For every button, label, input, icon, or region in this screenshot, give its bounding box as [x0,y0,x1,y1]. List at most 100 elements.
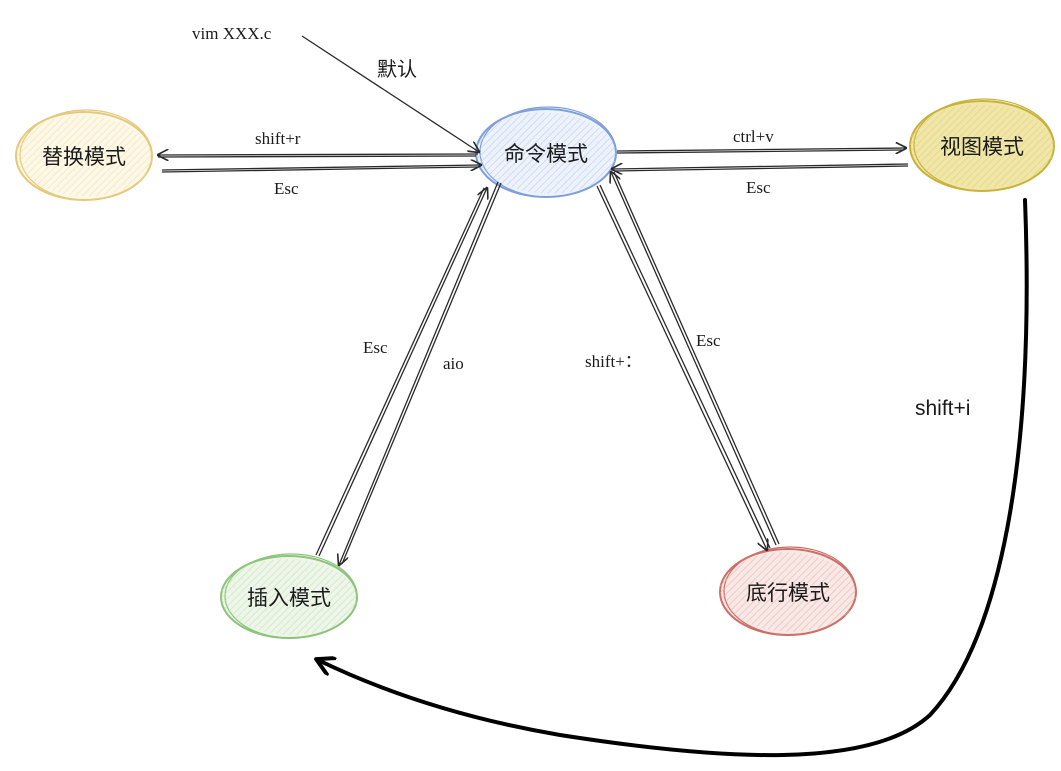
node-lastline-hatch-line [719,555,758,594]
node-lastline-hatch-line [817,590,857,629]
node-insert-hatch-line [289,577,347,636]
node-replace-hatch-line [103,148,151,196]
node-insert-hatch-line [320,595,358,632]
node-view-hatch-line [954,113,1026,184]
edge-from-view-arrow [612,164,909,169]
node-replace-outline [19,109,153,201]
node-insert-outline [224,553,358,639]
node-view-hatch-line [934,106,1004,177]
node-replace-hatch-line [33,116,99,182]
edge-view-to-insert-label: shift+i [915,397,970,420]
edge-to-replace-arrow [158,154,479,155]
node-lastline-hatch-line [733,552,796,615]
node-lastline-hatch-line [726,552,783,608]
edge-from-lastline-arrow-double [613,171,780,545]
node-view-hatch-line [966,118,1035,187]
node-command-hatch-line [496,114,564,182]
node-view-hatch-line [912,105,964,157]
edge-from-lastline-label: Esc [696,331,721,350]
edge-to-lastline-arrow [596,185,767,550]
node-view-hatch-line [960,115,1030,186]
edge-from-insert-arrow-double [315,187,485,556]
node-command-mode: 命令模式 [475,106,617,198]
node-command-hatch-line [501,115,570,184]
node-replace-hatch-line [137,172,148,183]
node-command-hatch-line [511,118,581,188]
node-replace-hatch-line [29,115,93,179]
node-command-hatch-line [554,137,611,194]
edge-from-replace-arrow [161,165,481,170]
node-lastline-hatch-line [800,579,853,632]
edge-to-lastline-label: shift+： [585,352,642,371]
node-replace-hatch-line [37,117,105,185]
node-lastline-hatch-line [719,558,748,587]
node-lastline-hatch-line [773,566,839,631]
node-lastline-hatch-line [751,557,819,625]
node-view-hatch-line [925,104,992,171]
node-replace-hatch-line [25,115,86,176]
node-command-hatch-line [492,113,558,179]
node-view-hatch-line [949,111,1021,183]
node-lastline-hatch-line [793,575,850,632]
node-command-hatch-line [485,112,545,172]
node-replace-hatch-line [46,120,116,190]
node-view-outline [913,98,1055,192]
node-view-hatch-line [921,104,986,168]
node-replace-hatch-line [22,131,28,137]
node-insert-hatch-line [239,559,302,622]
node-view-hatch-line [979,124,1043,188]
node-view-hatch-line [930,105,999,174]
node-insert-hatch-line [224,559,274,609]
node-replace-hatch-line [42,119,111,188]
node-insert-hatch [220,558,358,636]
edge-view-to-insert-arrow [318,198,1029,758]
node-command-hatch-line [506,116,576,186]
node-insert-hatch-line [235,559,295,620]
edge-start-arrow [301,35,479,152]
node-command-hatch-line [579,152,617,190]
node-lastline-hatch-line [844,610,851,617]
node-command-hatch-line [561,142,613,194]
edge-to-view-arrow [616,148,906,151]
edge-to-insert-arrow-double [341,182,502,565]
node-lastline-hatch-line [721,553,767,600]
node-insert-hatch-line [222,560,266,604]
node-replace-label: 替换模式 [42,146,126,169]
node-replace-hatch-line [95,143,149,197]
edge-from-view-label: Esc [746,178,771,197]
node-view-hatch-line [944,109,1016,181]
edge-start-cmd-label: vim XXX.c [192,24,272,43]
node-insert-hatch-line [296,581,351,635]
node-view-mode: 视图模式 [909,98,1055,192]
edge-to-replace-arrow-double [157,155,477,158]
node-replace-hatch-line [88,139,146,197]
node-insert-hatch-line [231,558,289,617]
node-replace-hatch-line [15,121,45,151]
node-insert-hatch-line [258,565,325,631]
node-lastline-label: 底行模式 [746,582,830,605]
edge-to-insert-label: aio [443,354,464,373]
edge-to-view-arrow-double [616,149,905,154]
node-view-hatch-line [918,104,979,165]
node-lastline-hatch-line [746,555,814,623]
node-command-hatch-line [516,120,586,190]
node-lastline-hatch [719,552,857,632]
node-view-hatch-line [1019,147,1055,183]
node-insert-hatch-line [227,559,282,613]
node-command-hatch [475,112,617,194]
node-replace-hatch-line [68,129,135,196]
node-insert-mode: 插入模式 [220,553,358,639]
edge-from-insert-label: Esc [363,338,388,357]
node-replace-hatch-line [122,160,153,191]
node-replace-hatch-line [75,132,139,197]
node-insert-hatch-line [276,571,339,635]
node-view-hatch-line [939,108,1010,179]
node-insert-hatch-line [270,569,334,634]
node-view-hatch-line [993,131,1050,188]
node-lastline-hatch-line [756,559,825,627]
node-view-hatch-line [1030,155,1054,179]
node-insert-hatch-line [221,566,246,592]
node-insert-hatch-line [253,563,319,629]
edge-from-view-arrow-double [613,165,909,172]
